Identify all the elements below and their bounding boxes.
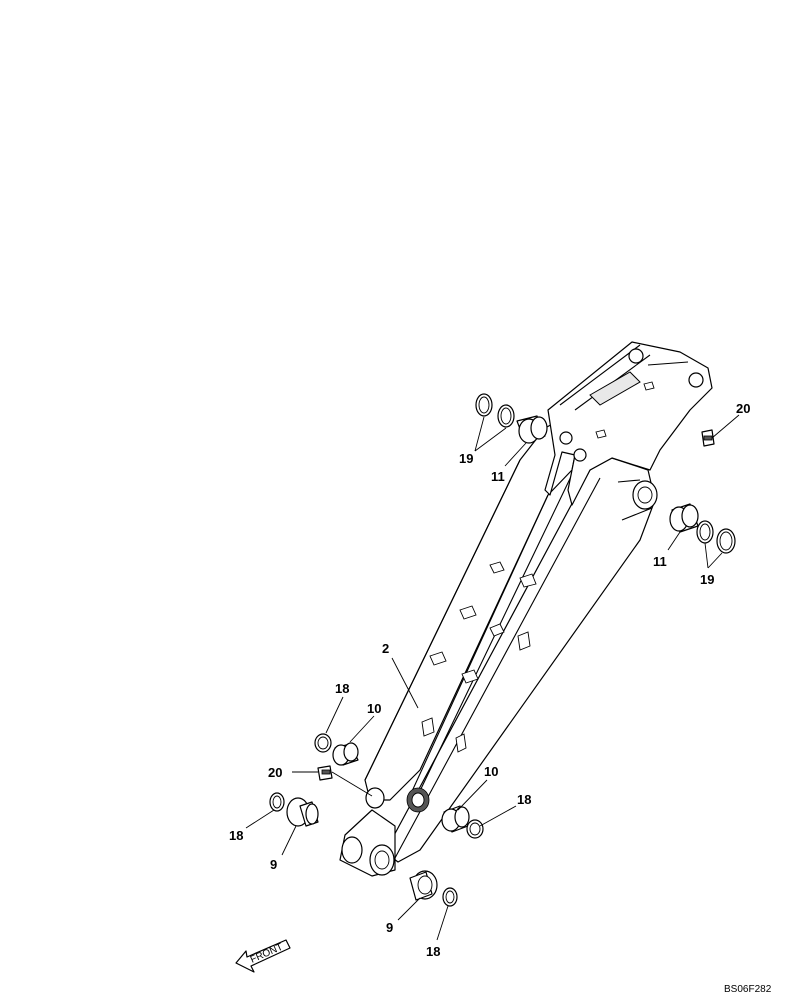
flanged-bushing-9-right: [409, 870, 438, 901]
drawing-code: BS06F282: [724, 984, 772, 995]
callout-9-right: 9: [386, 920, 393, 935]
callout-9-left: 9: [270, 857, 277, 872]
shims-19-lower: [696, 520, 736, 554]
callout-18-right: 18: [517, 792, 531, 807]
bushing-11-upper: [516, 415, 548, 444]
callout-20-right: 20: [736, 401, 750, 416]
front-label: FRONT: [249, 942, 285, 966]
bushing-11-lower: [669, 503, 699, 533]
grease-fitting-20-left: [317, 765, 333, 781]
callout-18-lower-left: 18: [229, 828, 243, 843]
callout-2: 2: [382, 641, 389, 656]
callout-18-bottom: 18: [426, 944, 440, 959]
shim-18-right: [466, 819, 484, 839]
callout-11-upper: 11: [491, 469, 505, 484]
callout-20-left: 20: [268, 765, 282, 780]
callout-19-lower: 19: [700, 572, 714, 587]
callout-19-upper: 19: [459, 451, 473, 466]
callout-18-upper-left: 18: [335, 681, 349, 696]
callout-10-left: 10: [367, 701, 381, 716]
shims-19-upper: [475, 393, 515, 428]
bushing-10-left: [332, 742, 359, 766]
callout-11-lower: 11: [653, 554, 667, 569]
bushing-10-right: [441, 805, 470, 833]
shim-18-bottom: [442, 887, 458, 907]
shim-18-lower-left: [269, 792, 285, 812]
arm-assembly: [339, 341, 713, 877]
callout-10-right: 10: [484, 764, 498, 779]
shim-18-upper-left: [314, 733, 332, 753]
flanged-bushing-9-left: [286, 797, 319, 827]
front-arrow: FRONT: [235, 939, 291, 973]
callouts: 20 19 11 11 19 2 18 10 20 10 18 18 9 9 1…: [229, 401, 750, 959]
leader-lines: [245, 414, 740, 941]
